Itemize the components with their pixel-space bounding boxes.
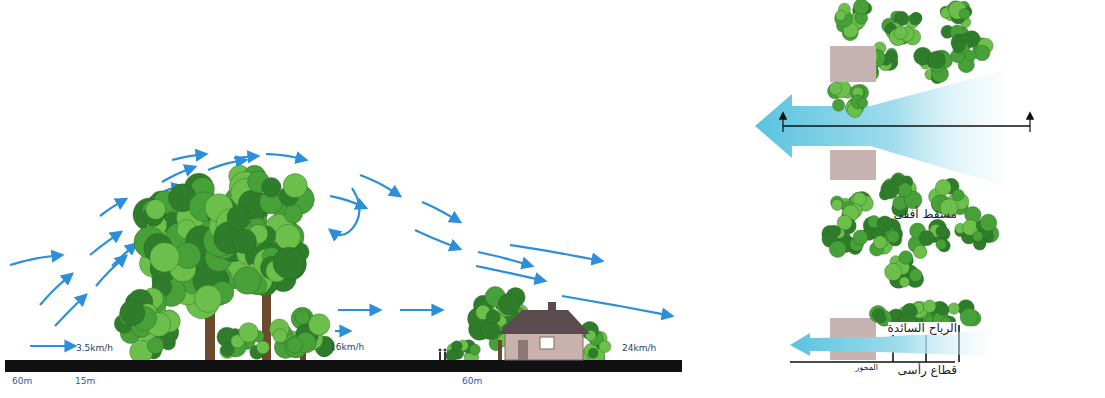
wind-arrow (562, 296, 672, 316)
wind-arrow (400, 309, 442, 311)
wind-arrow (10, 255, 62, 265)
section-line (783, 125, 1030, 127)
tree-foliage (828, 79, 869, 117)
wind-arrow (510, 245, 602, 261)
tree-foliage (908, 219, 950, 258)
speed-label: 16km/h (330, 343, 364, 353)
tree-foliage (203, 165, 314, 296)
section-mark (782, 113, 783, 132)
axis-label: المحور (856, 364, 878, 373)
wind-arrow (266, 154, 306, 160)
wind-arrow (100, 199, 126, 216)
speed-label: 24km/h (622, 344, 656, 354)
wind-arrow (755, 70, 1005, 186)
wind-arrow (55, 295, 86, 326)
distance-label: 15m (75, 377, 95, 387)
tree-foliage (831, 191, 874, 221)
tree-foliage (882, 11, 922, 46)
tree-foliage (822, 215, 868, 257)
wind-arrow (478, 252, 532, 266)
wind-arrow (476, 266, 545, 281)
building (830, 150, 876, 180)
distance-label: 60m (12, 377, 32, 387)
house (498, 302, 590, 360)
tree-foliage (914, 47, 953, 84)
wind-label: الرياح السائدة (888, 322, 957, 335)
view-title: مسقط أفقى (893, 208, 957, 221)
tree-trunk (498, 340, 502, 360)
wind-arrow (330, 196, 366, 208)
wind-arrow (90, 232, 121, 255)
wind-arrow (330, 188, 359, 235)
wind-arrow (40, 274, 72, 305)
tree-foliage (885, 251, 924, 289)
tree-foliage (951, 31, 993, 73)
tree-foliage (955, 207, 999, 250)
tree-foliage (835, 0, 872, 41)
speed-label: 3.5km/h (76, 344, 113, 354)
wind-arrow (172, 154, 206, 160)
tree-foliage (114, 288, 180, 363)
wind-arrow (96, 256, 126, 286)
ground-line (790, 361, 955, 363)
wind-arrow (234, 156, 258, 158)
wind-arrow (338, 309, 380, 311)
distance-label: 60m (462, 377, 482, 387)
wind-arrow (360, 175, 400, 196)
tree-foliage (217, 323, 270, 360)
view-title: قطاع رأسى (898, 364, 957, 377)
wind-arrow (415, 230, 460, 249)
tree-foliage (269, 307, 334, 358)
ground-bar (5, 360, 682, 372)
wind-arrow (335, 330, 350, 332)
tree-foliage (862, 216, 902, 257)
people (439, 349, 447, 361)
section-mark (1029, 113, 1030, 132)
building (830, 46, 876, 82)
wind-arrow (112, 244, 136, 266)
wind-arrow (422, 202, 460, 222)
wind-arrow (30, 345, 75, 347)
